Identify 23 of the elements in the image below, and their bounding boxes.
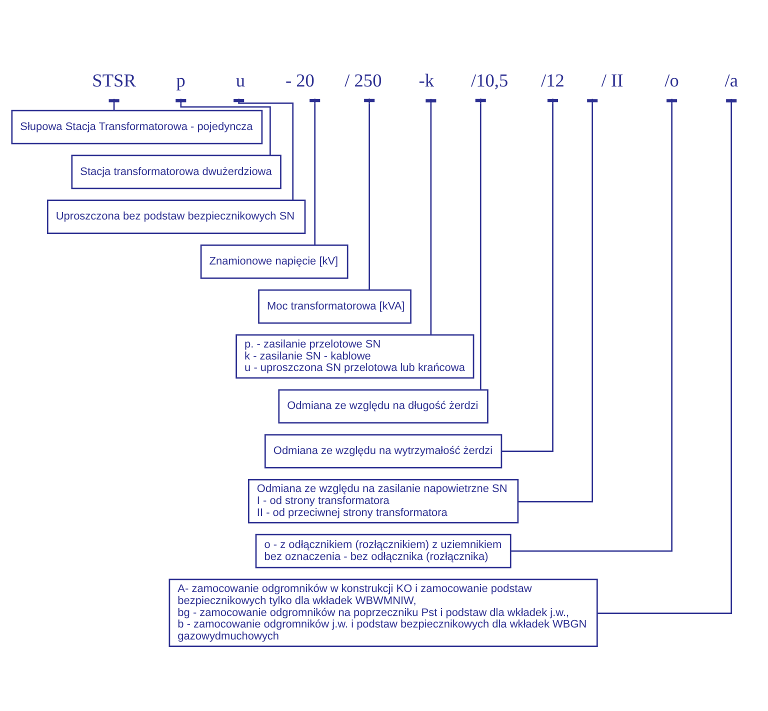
node-text: -k	[418, 70, 434, 90]
node-text: / 250	[344, 70, 382, 90]
node-box: Stacja transformatorowa dwużerdziowa	[71, 154, 282, 189]
node-box: A- zamocowanie odgromników w konstrukcji KO i zamocowanie podstaw bezpiecznikowych tylko dla wkładek WBWMNIW, bg - zamocowanie odgromników na poprzeczniku Pst i podstaw dla wkładek j.w., b - zamocowanie odgromników j.w. i podstaw bezpiecznikowych dla wkładek WBGN gazowydmuchowych	[168, 578, 598, 647]
node-text: u	[236, 70, 246, 90]
node-box: o - z odłącznikiem (rozłącznikiem) z uziemnikiem bez oznaczenia - bez odłącznika (rozłącznika)	[255, 533, 512, 568]
node-text: p	[176, 70, 186, 90]
node-text: / II	[601, 70, 624, 90]
node-box: p. - zasilanie przelotowe SN k - zasilanie SN - kablowe u - uproszczona SN przelotowa lub krańcowa	[236, 334, 474, 378]
connector	[597, 98, 737, 614]
node-text: /10,5	[471, 70, 508, 90]
node-box: Odmiana ze względu na długość żerdzi	[278, 388, 488, 424]
node-box: Słupowa Stacja Transformatorowa - pojedyncza	[11, 109, 263, 144]
node-text: - 20	[285, 70, 314, 90]
node-text: /12	[541, 70, 564, 90]
node-box: Uproszczona bez podstaw bezpiecznikowych SN	[46, 199, 306, 234]
node-text: /o	[664, 70, 679, 90]
node-text: /a	[724, 70, 738, 90]
node-box: Znamionowe napięcie [kV]	[200, 244, 348, 278]
node-box: Odmiana ze względu na zasilanie napowietrzne SN I - od strony transformatora II - od przeciwnej strony transformatora	[248, 478, 519, 523]
node-box: Odmiana ze względu na wytrzymałość żerdzi	[264, 434, 502, 468]
node-box: Moc transformatorowa [kVA]	[258, 288, 412, 324]
node-text: STSR	[92, 70, 136, 90]
